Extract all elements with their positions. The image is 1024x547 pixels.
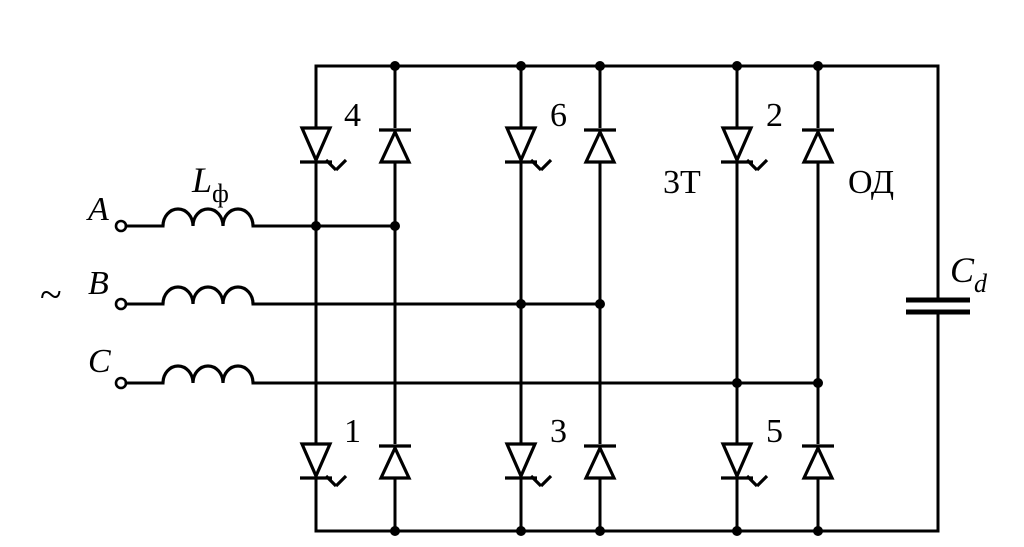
thyristor-3 bbox=[504, 442, 553, 488]
thyristor-2-number: 2 bbox=[766, 97, 783, 134]
inductor-label: Lф bbox=[191, 160, 229, 208]
capacitor-label: Cd bbox=[950, 250, 988, 298]
capacitor-label-subscript: d bbox=[974, 269, 988, 298]
thyristor-5 bbox=[720, 442, 769, 488]
thyristor-3-number: 3 bbox=[550, 413, 567, 450]
thyristor-2 bbox=[720, 126, 769, 172]
ac-source-symbol: ~ bbox=[40, 272, 62, 317]
thyristor-4-number: 4 bbox=[344, 97, 361, 134]
diode-group-label: ОД bbox=[848, 164, 894, 201]
diode-lower-1 bbox=[378, 444, 412, 480]
thyristor-1 bbox=[299, 442, 348, 488]
thyristor-6-number: 6 bbox=[550, 97, 567, 134]
diode-upper-3 bbox=[801, 128, 835, 164]
diode-lower-2 bbox=[583, 444, 617, 480]
phase-b-label: B bbox=[88, 265, 109, 302]
diode-upper-1 bbox=[378, 128, 412, 164]
phase-a-label: A bbox=[86, 191, 109, 228]
thyristor-1-number: 1 bbox=[344, 413, 361, 450]
thyristor-5-number: 5 bbox=[766, 413, 783, 450]
thyristor-group-label: 3T bbox=[663, 164, 701, 201]
phase-b-inductor bbox=[161, 285, 255, 305]
diode-upper-2 bbox=[583, 128, 617, 164]
thyristor-4 bbox=[299, 126, 348, 172]
phase-a-inductor bbox=[161, 207, 255, 227]
diode-lower-3 bbox=[801, 444, 835, 480]
phase-c-label: C bbox=[88, 343, 111, 380]
thyristor-6 bbox=[504, 126, 553, 172]
phase-c-inductor bbox=[161, 364, 255, 384]
inductor-label-subscript: ф bbox=[212, 179, 229, 208]
junction-dots bbox=[311, 61, 823, 536]
